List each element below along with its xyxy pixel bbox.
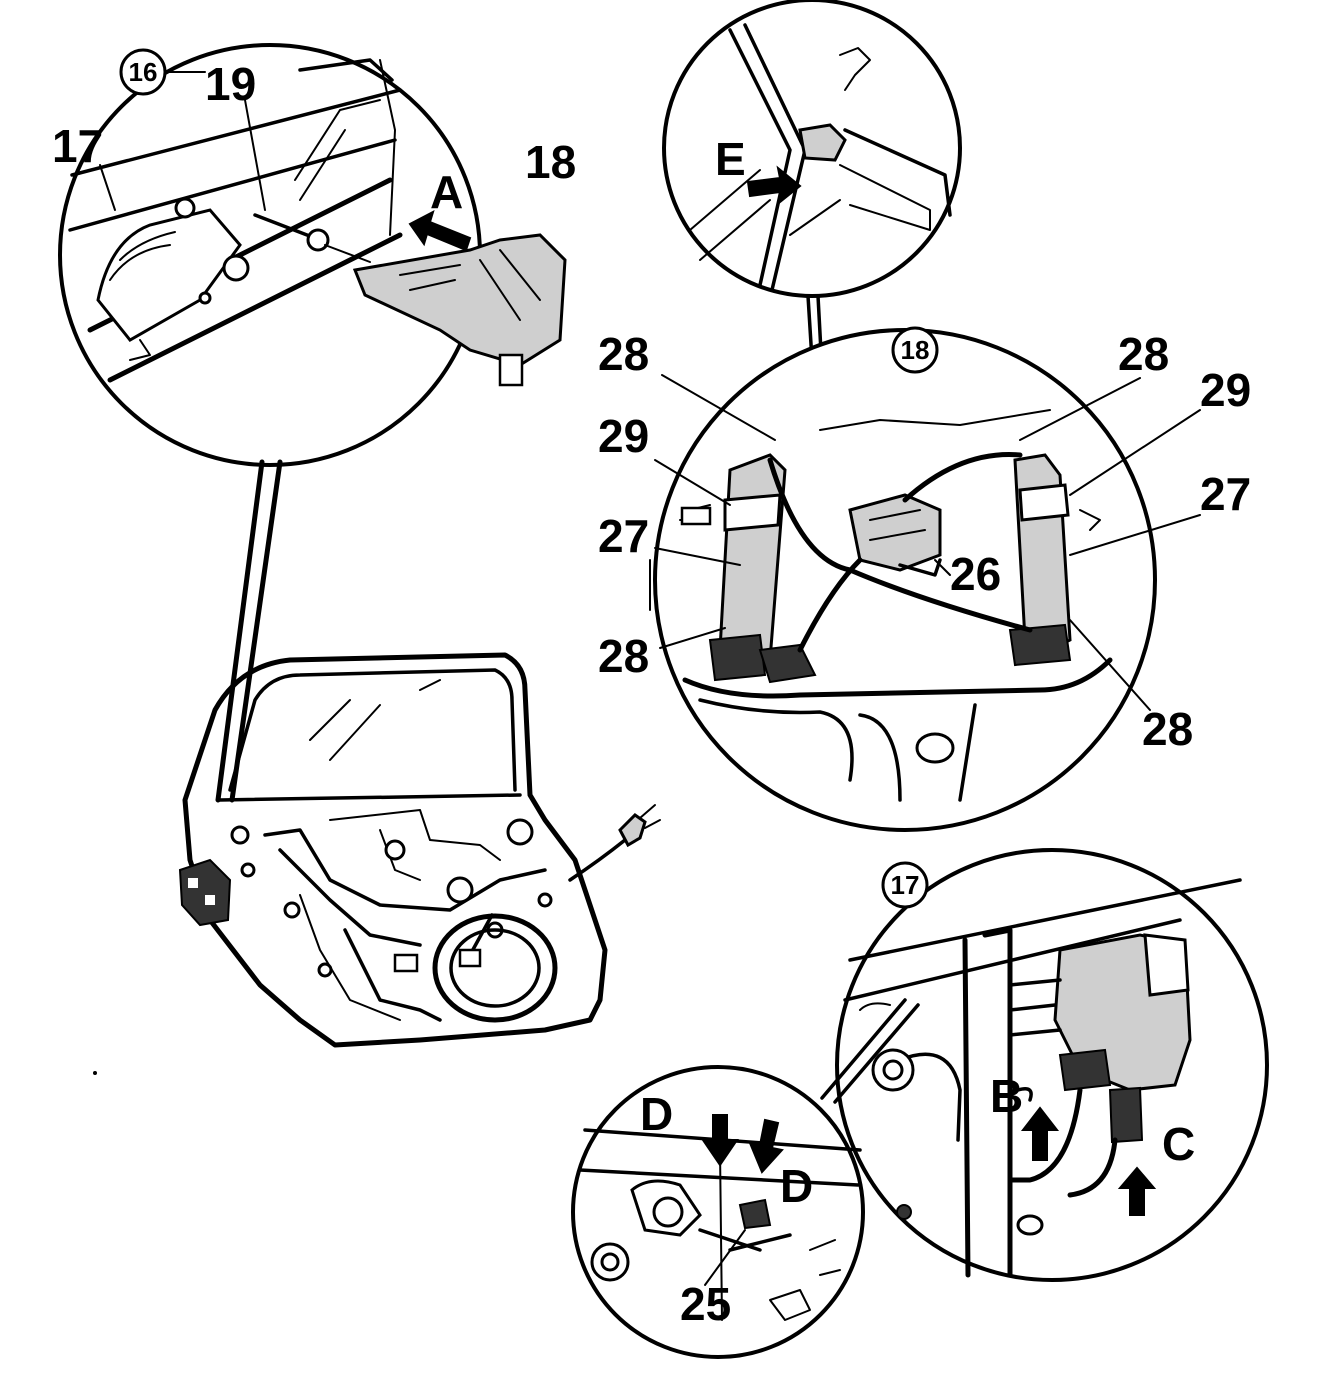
arrow-label-c: C xyxy=(1162,1118,1195,1170)
callout-28-top-left: 28 xyxy=(598,328,649,380)
detail-circle-d xyxy=(571,1065,865,1359)
detail-number-17: 17 xyxy=(891,870,920,900)
callout-26: 26 xyxy=(950,548,1001,600)
actuator-unit xyxy=(352,233,567,367)
callout-17: 17 xyxy=(52,120,103,172)
detail-number-badge-18 xyxy=(891,326,939,374)
arrow-label-d-right: D xyxy=(780,1160,813,1212)
detail-number-16: 16 xyxy=(129,57,158,87)
detail-cable-clip xyxy=(662,0,962,298)
push-arrow-icon-d-left xyxy=(701,1114,739,1167)
arrow-label-b: B xyxy=(990,1070,1023,1122)
callout-27-left: 27 xyxy=(598,510,649,562)
push-arrow-icon-c xyxy=(1117,1166,1157,1216)
lock-body-shape xyxy=(96,208,242,342)
arrow-label-e: E xyxy=(715,133,746,185)
callout-27-right: 27 xyxy=(1200,468,1251,520)
detail-clip-release xyxy=(571,1065,865,1359)
detail-rear-door-lock xyxy=(58,43,567,467)
callout-19: 19 xyxy=(205,58,256,110)
push-arrow-icon-d-right xyxy=(748,1118,784,1174)
detail-window-regulator xyxy=(649,328,1157,832)
callout-25: 25 xyxy=(680,1278,731,1330)
arrow-label-d-left: D xyxy=(640,1088,673,1140)
callout-28-top-right: 28 xyxy=(1118,328,1169,380)
callout-28-bottom-left: 28 xyxy=(598,630,649,682)
push-arrow-icon-b xyxy=(1020,1106,1060,1161)
arrow-label-a: A xyxy=(430,166,463,218)
callout-18-actuator: 18 xyxy=(525,136,576,188)
callout-28-bottom-right: 28 xyxy=(1142,703,1193,755)
detail-number-badge-17 xyxy=(881,861,929,909)
callout-29-right: 29 xyxy=(1200,364,1251,416)
regulator-motor xyxy=(848,493,942,572)
detail-number-18: 18 xyxy=(901,335,930,365)
detail-lock-connectors xyxy=(835,848,1269,1282)
door-inner-panel-icon xyxy=(178,652,661,1048)
callout-29-left: 29 xyxy=(598,410,649,462)
push-arrow-icon xyxy=(408,210,472,252)
